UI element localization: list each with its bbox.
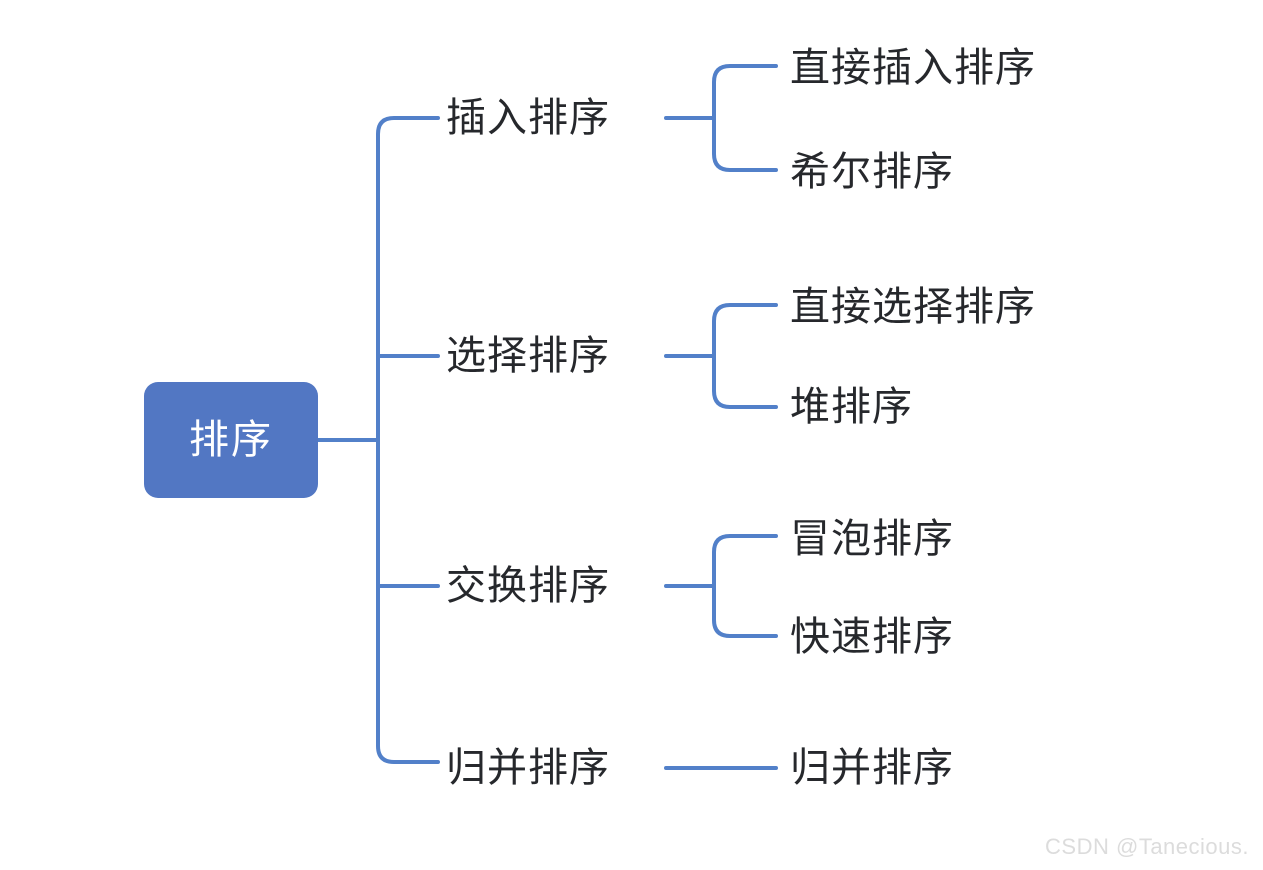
leaf-node-direct-selection-sort[interactable]: 直接选择排序 [790,285,1036,329]
branch-node-insertion[interactable]: 插入排序 [446,96,610,140]
leaf-node-quick-sort[interactable]: 快速排序 [790,615,954,659]
branch-node-selection[interactable]: 选择排序 [446,334,610,378]
connector-insertion-bracket [712,64,778,172]
connector-selection-bracket [712,303,778,409]
connector-spine [376,116,440,764]
leaf-node-merge-sort[interactable]: 归并排序 [790,746,954,790]
branch-node-merge[interactable]: 归并排序 [446,746,610,790]
branch-node-exchange[interactable]: 交换排序 [446,564,610,608]
leaf-node-heap-sort[interactable]: 堆排序 [790,385,913,429]
root-node-label: 排序 [189,418,273,462]
leaf-node-direct-insertion-sort[interactable]: 直接插入排序 [790,46,1036,90]
leaf-node-shell-sort[interactable]: 希尔排序 [790,150,954,194]
root-node[interactable]: 排序 [144,382,318,498]
watermark-text: CSDN @Tanecious. [1045,834,1249,859]
connector-exchange-bracket [712,534,778,638]
leaf-node-bubble-sort[interactable]: 冒泡排序 [790,517,954,561]
